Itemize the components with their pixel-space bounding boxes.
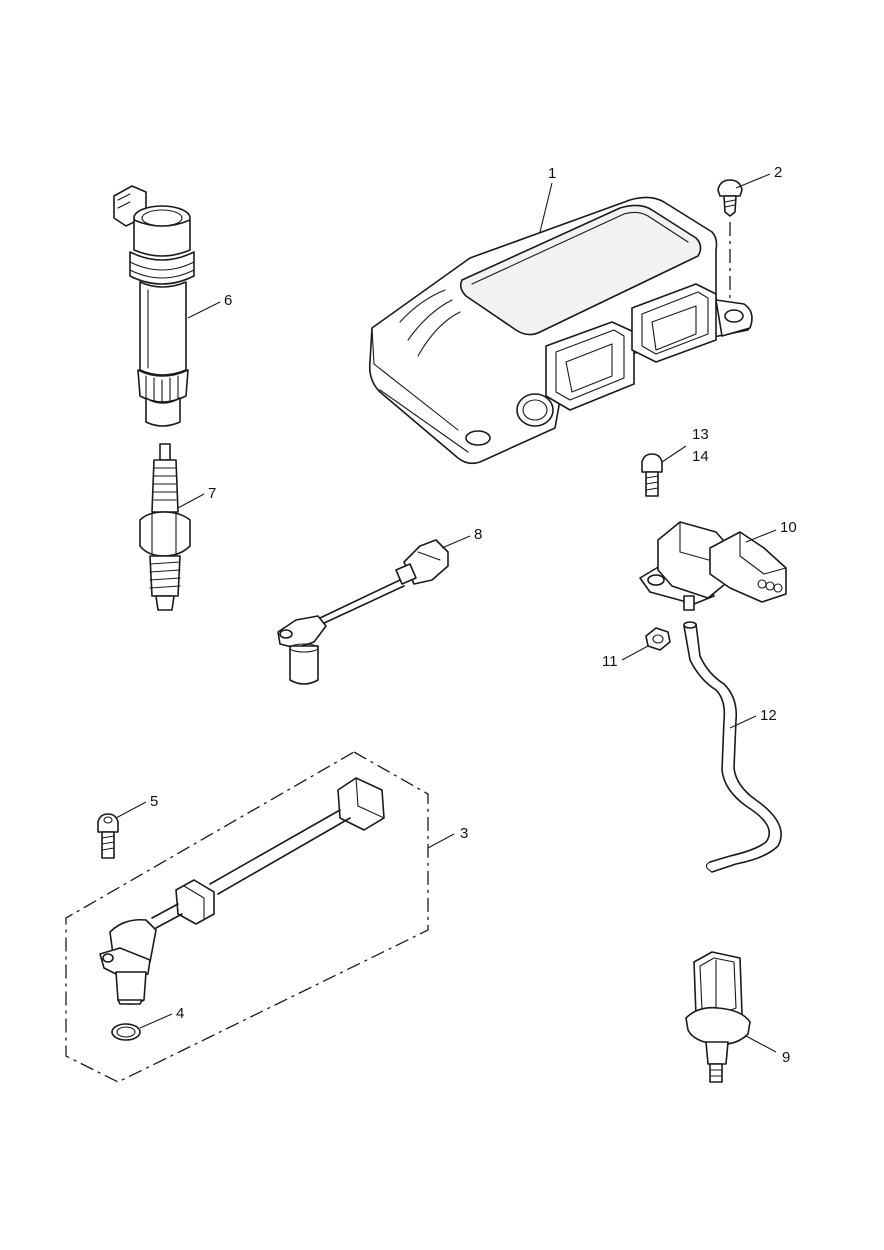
callout-13: 13 xyxy=(692,426,709,443)
callout-14: 14 xyxy=(692,448,709,465)
callout-12: 12 xyxy=(760,707,777,724)
callout-8: 8 xyxy=(474,526,482,543)
hose-part-12 xyxy=(683,621,782,873)
callout-labels: 1 2 3 4 5 6 7 8 9 10 11 12 13 14 xyxy=(150,164,797,1066)
screw-part-13-14 xyxy=(641,453,663,497)
callout-10: 10 xyxy=(780,519,797,536)
ecm-module xyxy=(368,196,753,465)
sensor-part-8 xyxy=(277,539,449,685)
screw-part-2 xyxy=(717,179,743,300)
sensor-kit-part-3 xyxy=(65,751,429,1083)
callout-7: 7 xyxy=(208,485,216,502)
callout-9: 9 xyxy=(782,1049,790,1066)
callout-5: 5 xyxy=(150,793,158,810)
screw-part-5 xyxy=(97,813,119,859)
nut-part-11 xyxy=(645,627,671,651)
map-sensor-part-10 xyxy=(639,521,787,611)
o-ring-part-4 xyxy=(111,1023,141,1041)
callout-6: 6 xyxy=(224,292,232,309)
ignition-coil-part-6 xyxy=(113,185,195,427)
callout-11: 11 xyxy=(602,653,618,670)
callout-1: 1 xyxy=(548,165,556,182)
spark-plug-part-7 xyxy=(139,443,191,611)
temperature-sensor-part-9 xyxy=(685,951,751,1083)
callout-3: 3 xyxy=(460,825,468,842)
leader-lines xyxy=(115,173,777,1053)
callout-4: 4 xyxy=(176,1005,184,1022)
callout-2: 2 xyxy=(774,164,782,181)
